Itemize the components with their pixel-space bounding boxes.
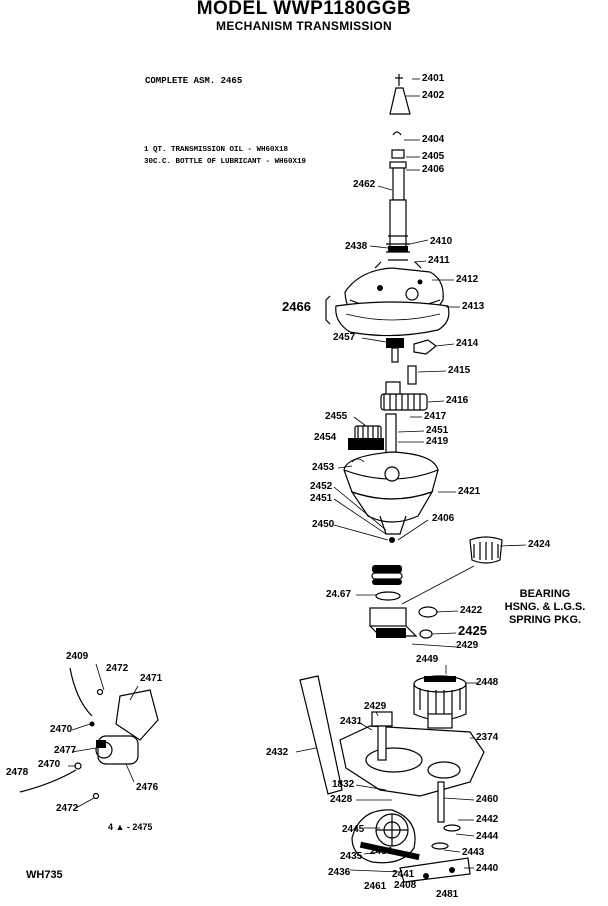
part-label: 2402	[422, 90, 445, 101]
part-label: 2454	[314, 432, 337, 443]
part-label: 2455	[325, 411, 348, 422]
gear-stack-drawing	[348, 365, 428, 463]
part-label: 2451	[310, 493, 333, 504]
part-label: 2477	[54, 745, 77, 756]
model-title: MODEL WWP1180GGB	[196, 0, 412, 19]
oil-note: 1 QT. TRANSMISSION OIL - WH60X18	[144, 146, 289, 154]
mounting-plate-drawing	[339, 711, 485, 797]
part-label: 2460	[476, 794, 499, 805]
part-label: 2405	[422, 151, 445, 162]
part-label: 2470	[50, 724, 73, 735]
part-label: 2472	[106, 663, 129, 674]
section-title: MECHANISM TRANSMISSION	[216, 19, 392, 33]
part-label: 2416	[446, 395, 469, 406]
group-bracket	[325, 295, 331, 325]
leader-lines-lower	[68, 663, 478, 873]
part-label: 2412	[456, 274, 479, 285]
part-label: 2445	[342, 824, 365, 835]
belt-pulley-drawing	[351, 809, 420, 864]
part-label: 2417	[424, 411, 447, 422]
part-label: 2432	[266, 747, 289, 758]
motor-drawing	[413, 675, 467, 729]
lower-hardware-drawing	[399, 781, 471, 883]
part-label: 2442	[476, 814, 499, 825]
part-label: 2428	[330, 794, 353, 805]
shaft-drawing	[374, 167, 422, 269]
bearing-caption-line: HSNG. & L.G.S.	[504, 601, 586, 613]
part-label: 2451	[426, 425, 449, 436]
part-label: 2449	[416, 654, 439, 665]
part-label: 2461	[364, 881, 387, 892]
brace-arm-drawing	[299, 675, 343, 795]
part-label: 2443	[462, 847, 485, 858]
part-label: 24.67	[326, 589, 352, 600]
upper-housing-drawing	[335, 267, 450, 363]
part-label: 2472	[56, 803, 79, 814]
part-label: 2434	[370, 846, 393, 857]
part-label: 2409	[66, 651, 89, 662]
part-label: 2414	[456, 338, 479, 349]
part-label: 2441	[392, 869, 415, 880]
part-label: 2452	[310, 481, 333, 492]
part-label: 2374	[476, 732, 499, 743]
bearing-caption: BEARING HSNG. & L.G.S. SPRING PKG.	[490, 588, 600, 627]
part-label: 2448	[476, 677, 499, 688]
complete-assembly-note: COMPLETE ASM. 2465	[145, 76, 243, 86]
part-label: 2470	[38, 759, 61, 770]
part-label: 2471	[140, 673, 163, 684]
part-label: 2438	[345, 241, 368, 252]
part-label: 2476	[136, 782, 159, 793]
part-label: 2457	[333, 332, 356, 343]
part-label: 2450	[312, 519, 335, 530]
pump-drawing	[19, 667, 159, 800]
part-label: 2466	[282, 299, 311, 314]
part-label: 2406	[432, 513, 455, 524]
part-label: 2419	[426, 436, 449, 447]
bearing-caption-line: SPRING PKG.	[508, 614, 582, 626]
part-label: 2435	[340, 851, 363, 862]
gear-case-drawing	[343, 451, 439, 543]
part-label: 2421	[458, 486, 481, 497]
part-label: 2436	[328, 867, 351, 878]
part-label: 2410	[430, 236, 453, 247]
bearing-caption-line: BEARING	[519, 588, 571, 600]
part-label: 2408	[394, 880, 417, 891]
cap-screw-drawing	[389, 74, 411, 169]
diagram-code: WH735	[26, 869, 63, 881]
part-label: 2429	[456, 640, 479, 651]
lubricant-note: 30C.C. BOTTLE OF LUBRICANT - WH60X19	[144, 158, 307, 166]
part-label: 2425	[458, 623, 487, 638]
part-label: 1832	[332, 779, 355, 790]
part-label: 2453	[312, 462, 335, 473]
part-label: 2424	[528, 539, 551, 550]
part-label: 2478	[6, 767, 29, 778]
part-label: 2481	[436, 889, 459, 900]
part-label: 2401	[422, 73, 445, 84]
part-label: 2406	[422, 164, 445, 175]
part-label: 2404	[422, 134, 445, 145]
part-label: 2422	[460, 605, 483, 616]
part-label: 2431	[340, 716, 363, 727]
part-label: 2440	[476, 863, 499, 874]
part-label: 2413	[462, 301, 485, 312]
part-label: 2411	[428, 255, 450, 266]
leader-lines-upper	[333, 78, 460, 541]
part-label: 2462	[353, 179, 376, 190]
part-label: 2429	[364, 701, 387, 712]
part-label: 4 ▲ - 2475	[108, 822, 153, 832]
bearing-pack-drawing	[356, 536, 527, 648]
part-label: 2415	[448, 365, 471, 376]
part-label: 2444	[476, 831, 499, 842]
